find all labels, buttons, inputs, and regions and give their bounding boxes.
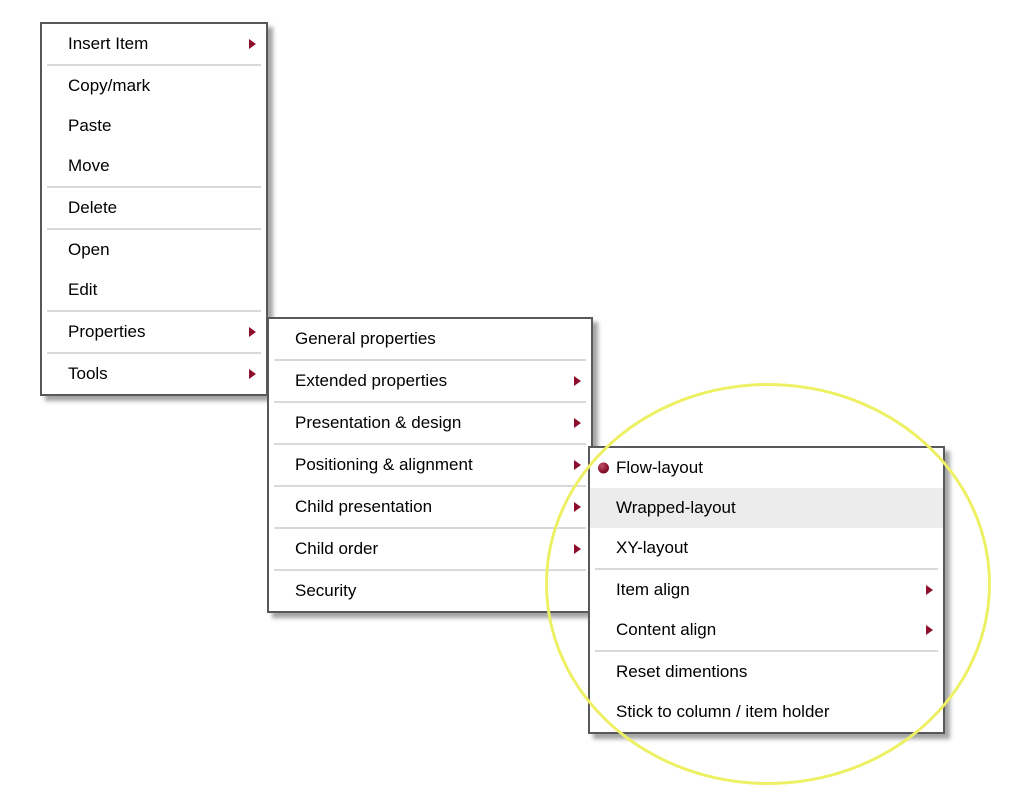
menu-separator <box>595 568 938 570</box>
menu-item-stick-to-column[interactable]: Stick to column / item holder <box>590 692 943 732</box>
menu-item-child-order[interactable]: Child order <box>269 529 591 569</box>
menu-item-properties[interactable]: Properties <box>42 312 266 352</box>
menu-separator <box>47 310 261 312</box>
menu-item-insert-item[interactable]: Insert Item <box>42 24 266 64</box>
menu-item-label: Presentation & design <box>295 413 462 432</box>
menu-item-label: Properties <box>68 322 146 341</box>
submenu-arrow-icon <box>926 625 933 635</box>
context-menu: Insert Item Copy/mark Paste Move Delete … <box>40 22 268 396</box>
menu-item-label: Child presentation <box>295 497 433 516</box>
menu-item-label: Extended properties <box>295 371 448 390</box>
menu-separator <box>274 485 586 487</box>
menu-separator <box>595 650 938 652</box>
menu-item-label: General properties <box>295 329 436 348</box>
submenu-arrow-icon <box>574 544 581 554</box>
menu-item-label: Open <box>68 240 110 259</box>
submenu-arrow-icon <box>574 460 581 470</box>
menu-item-xy-layout[interactable]: XY-layout <box>590 528 943 568</box>
menu-item-label: Security <box>295 581 357 600</box>
menu-item-move[interactable]: Move <box>42 146 266 186</box>
submenu-arrow-icon <box>249 327 256 337</box>
positioning-submenu: Flow-layout Wrapped-layout XY-layout Ite… <box>588 446 945 734</box>
menu-item-flow-layout[interactable]: Flow-layout <box>590 448 943 488</box>
submenu-arrow-icon <box>926 585 933 595</box>
menu-item-label: Delete <box>68 198 118 217</box>
menu-item-positioning-alignment[interactable]: Positioning & alignment <box>269 445 591 485</box>
submenu-arrow-icon <box>574 418 581 428</box>
menu-item-label: Paste <box>68 116 112 135</box>
menu-item-label: Positioning & alignment <box>295 455 473 474</box>
menu-item-label: Content align <box>616 620 717 639</box>
submenu-arrow-icon <box>574 502 581 512</box>
menu-item-label: Reset dimentions <box>616 662 748 681</box>
menu-item-open[interactable]: Open <box>42 230 266 270</box>
menu-item-label: Child order <box>295 539 379 558</box>
menu-item-label: Edit <box>68 280 98 299</box>
submenu-arrow-icon <box>574 376 581 386</box>
menu-item-label: Move <box>68 156 110 175</box>
menu-item-general-properties[interactable]: General properties <box>269 319 591 359</box>
menu-separator <box>274 401 586 403</box>
menu-item-reset-dimentions[interactable]: Reset dimentions <box>590 652 943 692</box>
menu-item-presentation-design[interactable]: Presentation & design <box>269 403 591 443</box>
menu-separator <box>274 359 586 361</box>
menu-item-label: Stick to column / item holder <box>616 702 830 721</box>
menu-separator <box>47 186 261 188</box>
menu-item-label: Wrapped-layout <box>616 498 736 517</box>
menu-item-tools[interactable]: Tools <box>42 354 266 394</box>
menu-item-paste[interactable]: Paste <box>42 106 266 146</box>
menu-item-security[interactable]: Security <box>269 571 591 611</box>
menu-item-edit[interactable]: Edit <box>42 270 266 310</box>
properties-submenu: General properties Extended properties P… <box>267 317 593 613</box>
menu-item-extended-properties[interactable]: Extended properties <box>269 361 591 401</box>
menu-item-label: Flow-layout <box>616 458 703 477</box>
menu-item-label: Insert Item <box>68 34 149 53</box>
menu-item-content-align[interactable]: Content align <box>590 610 943 650</box>
menu-separator <box>47 64 261 66</box>
submenu-arrow-icon <box>249 369 256 379</box>
menu-item-label: Tools <box>68 364 108 383</box>
menu-separator <box>274 443 586 445</box>
menu-item-label: Item align <box>616 580 690 599</box>
menu-item-wrapped-layout[interactable]: Wrapped-layout <box>590 488 943 528</box>
menu-item-label: XY-layout <box>616 538 689 557</box>
menu-separator <box>47 228 261 230</box>
menu-item-copy-mark[interactable]: Copy/mark <box>42 66 266 106</box>
menu-separator <box>274 527 586 529</box>
menu-item-child-presentation[interactable]: Child presentation <box>269 487 591 527</box>
radio-selected-icon <box>598 462 609 474</box>
menu-item-label: Copy/mark <box>68 76 151 95</box>
submenu-arrow-icon <box>249 39 256 49</box>
menu-item-delete[interactable]: Delete <box>42 188 266 228</box>
menu-separator <box>274 569 586 571</box>
menu-separator <box>47 352 261 354</box>
menu-item-item-align[interactable]: Item align <box>590 570 943 610</box>
